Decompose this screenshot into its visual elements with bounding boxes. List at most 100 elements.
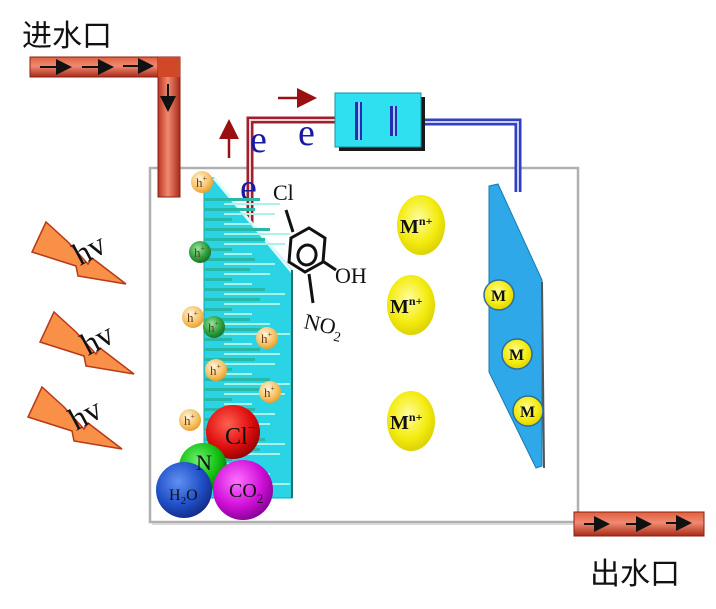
chlorine-label: Cl	[273, 180, 294, 205]
hole-label: h+	[261, 330, 273, 346]
nanorod	[204, 198, 260, 201]
deposited-metal: M	[501, 338, 533, 370]
hole-label: h+	[194, 244, 206, 260]
nanorod-highlight	[224, 383, 290, 385]
hole-particle: h+	[191, 171, 213, 193]
metal-ion: Mn+	[387, 275, 435, 335]
hole-group: h+h+h+h+h+h+h+h+	[179, 171, 281, 431]
hole-label: h+	[208, 319, 220, 335]
deposited-metal: M	[512, 395, 544, 427]
nanorod	[204, 298, 260, 301]
benzene-ring	[287, 226, 327, 274]
nanorod-highlight	[224, 233, 290, 235]
light-source-group: hv hv hv	[26, 220, 135, 450]
nanorod-highlight	[224, 393, 285, 395]
electron-label: e	[240, 167, 257, 209]
nanorod	[204, 378, 270, 381]
nanorod-highlight	[224, 353, 280, 355]
hole-particle: h+	[189, 241, 211, 263]
battery	[334, 92, 425, 151]
nanorod-highlight	[224, 453, 280, 455]
water-label: H2O	[169, 487, 198, 507]
nanorod-highlight	[224, 253, 252, 255]
nanorod-highlight	[224, 223, 252, 225]
metal-ion: Mn+	[397, 195, 445, 255]
metal-ion: Mn+	[387, 391, 435, 451]
hole-particle: h+	[203, 316, 225, 338]
nanorod	[204, 348, 260, 351]
hole-label: h+	[196, 174, 208, 190]
nanorod	[204, 308, 232, 311]
nanorod	[204, 208, 255, 211]
hole-particle: h+	[179, 409, 201, 431]
cathode-wire	[424, 118, 522, 192]
nanorod-highlight	[224, 373, 252, 375]
hole-label: h+	[210, 362, 222, 378]
hydroxyl-label: OH	[335, 263, 367, 288]
nanorod	[204, 278, 232, 281]
product-labels: Cl− N H2O CO2	[169, 421, 263, 507]
nanorod-highlight	[224, 323, 270, 325]
lightning-bolt-icon	[26, 385, 123, 450]
nanorod-highlight	[224, 273, 270, 275]
anode-wire	[246, 116, 336, 232]
inlet-label: 进水口	[22, 19, 112, 54]
nanorod-highlight	[224, 283, 252, 285]
product-chloride	[206, 405, 260, 459]
nanorod	[204, 218, 232, 221]
nanorod-highlight	[224, 213, 275, 215]
electron-label: e	[250, 119, 267, 161]
hole-particle: h+	[182, 306, 204, 328]
outlet-label: 出水口	[590, 557, 680, 592]
lightning-bolt-icon	[30, 220, 127, 285]
nanorod-highlight	[224, 243, 285, 245]
metal-ion-group: Mn+ Mn+ Mn+	[387, 195, 445, 451]
nanorod-highlight	[224, 293, 285, 295]
nanorod	[204, 268, 250, 271]
nanorod	[204, 288, 265, 291]
photon-bolt: hv	[38, 310, 135, 375]
chloride-sphere	[206, 405, 260, 459]
deposited-metal-label: M	[509, 347, 524, 364]
photon-bolt: hv	[26, 385, 123, 450]
chloride-label: Cl−	[225, 421, 256, 450]
metal-ion-label: Mn+	[400, 214, 433, 238]
nanorod-highlight	[224, 263, 275, 265]
co2-sphere	[213, 460, 273, 520]
deposited-metal-label: M	[520, 404, 535, 421]
hole-particle: h+	[205, 359, 227, 381]
nanorod-highlight	[224, 363, 275, 365]
metal-deposit-group: M M M	[483, 279, 544, 427]
hole-particle: h+	[259, 381, 281, 403]
metal-ion-label: Mn+	[390, 410, 423, 434]
deposited-metal-label: M	[491, 288, 506, 305]
deposited-metal: M	[483, 279, 515, 311]
metal-ion-label: Mn+	[390, 294, 423, 318]
nanorod	[204, 228, 270, 231]
hole-label: h+	[184, 412, 196, 428]
co2-label: CO2	[229, 480, 263, 506]
nanorod	[204, 398, 232, 401]
hole-particle: h+	[256, 327, 278, 349]
nanorod	[204, 318, 250, 321]
nitrogen-label: N	[196, 450, 212, 475]
product-co2	[213, 460, 273, 520]
product-water	[156, 462, 212, 518]
inlet-pipe	[29, 56, 181, 198]
nanorod	[204, 358, 255, 361]
nanorod	[204, 258, 255, 261]
nanorod-highlight	[224, 313, 252, 315]
nanorod	[204, 248, 232, 251]
nanorod-highlight	[224, 343, 252, 345]
outlet-pipe	[573, 511, 705, 537]
nanorod	[204, 328, 270, 331]
electron-label: e	[298, 112, 315, 154]
nanorod-highlight	[224, 303, 280, 305]
lightning-bolt-icon	[38, 310, 135, 375]
water-sphere	[156, 462, 212, 518]
nanorod	[204, 388, 265, 391]
nanorod-highlight	[224, 403, 252, 405]
nanorod	[204, 338, 232, 341]
photon-bolt: hv	[30, 220, 127, 285]
